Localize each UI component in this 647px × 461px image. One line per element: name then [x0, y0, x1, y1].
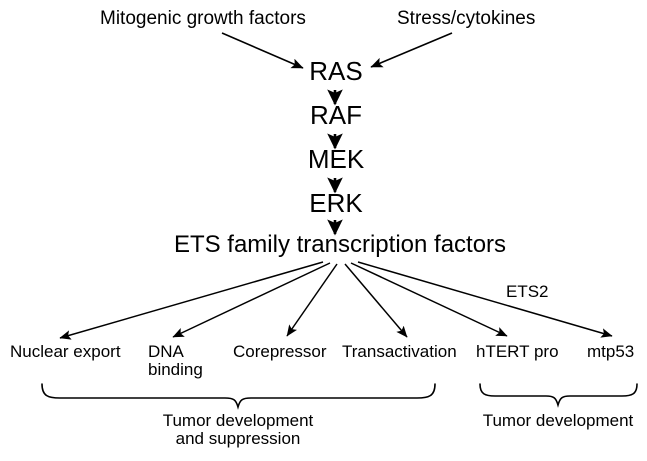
- arrow-hub-to-nuclear-export: [59, 261, 324, 340]
- cascade-node-mek: MEK: [307, 144, 365, 174]
- target-label-dna-binding-line1: DNA: [148, 342, 184, 361]
- group-caption-2-line1: Tumor development: [482, 411, 634, 430]
- arrow-hub-to-dna-binding: [172, 262, 331, 338]
- hub-node-ets-family-transcription-factors: ETS family transcription factors: [173, 231, 507, 258]
- target-label-corepressor: Corepressor: [233, 342, 327, 361]
- arrow-hub-to-mtp53: [357, 261, 613, 338]
- target-label-dna-binding-line2: binding: [148, 359, 203, 379]
- input-label-stress-cytokines: Stress/cytokines: [397, 8, 536, 29]
- arrow-hub-to-corepressor: [286, 263, 338, 337]
- group-caption-1-line2: and suppression: [175, 428, 301, 448]
- group-caption-1-line1: Tumor development: [162, 411, 314, 430]
- group-caption-tumor-development-and-suppression: Tumor development and suppression: [163, 412, 314, 448]
- cascade-node-ras: RAS: [309, 56, 363, 86]
- arrow-hub-to-transactivation: [344, 263, 408, 338]
- input-label-mitogenic-growth-factors: Mitogenic growth factors: [100, 8, 306, 29]
- arrow-mitogenic-growth-factors-to-ras: [221, 32, 304, 69]
- cascade-node-erk: ERK: [309, 188, 363, 218]
- target-label-nuclear-export: Nuclear export: [10, 342, 121, 361]
- brace-tumor-development-and-suppression: [41, 383, 436, 410]
- brace-tumor-development: [479, 383, 638, 408]
- target-label-mtp53: mtp53: [587, 342, 635, 361]
- cascade-node-raf: RAF: [310, 100, 362, 130]
- arrow-stress-cytokines-to-ras: [370, 32, 453, 68]
- edge-note-ets2: ETS2: [506, 282, 549, 301]
- arrow-hub-to-htert-pro: [350, 262, 508, 337]
- target-label-dna-binding: DNA binding: [148, 343, 203, 379]
- group-caption-tumor-development: Tumor development: [483, 412, 634, 430]
- target-label-transactivation: Transactivation: [342, 342, 457, 361]
- target-label-htert-pro: hTERT pro: [476, 342, 559, 361]
